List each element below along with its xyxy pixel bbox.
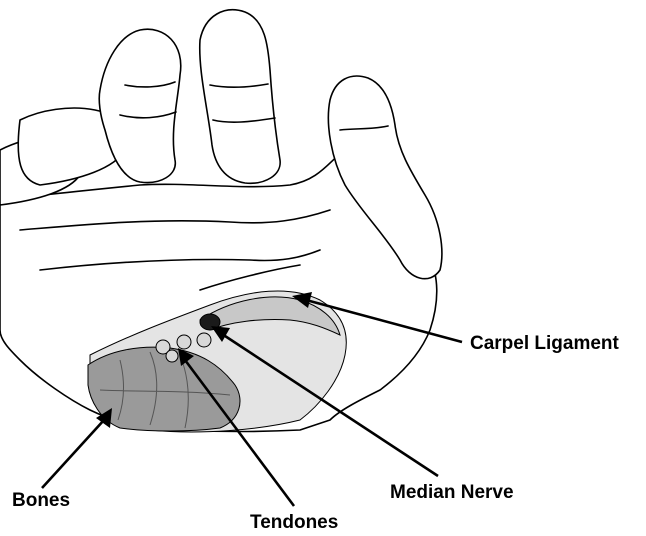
tendones-label: Tendones: [250, 512, 338, 534]
tendon-3: [197, 333, 211, 347]
index-finger: [200, 10, 280, 183]
tendon-2: [177, 335, 191, 349]
bones-arrow: [42, 420, 104, 488]
tendon-4: [166, 350, 178, 362]
median-nerve-label: Median Nerve: [390, 482, 514, 504]
bones-label: Bones: [12, 490, 70, 512]
carpel-ligament-label: Carpel Ligament: [470, 333, 619, 355]
